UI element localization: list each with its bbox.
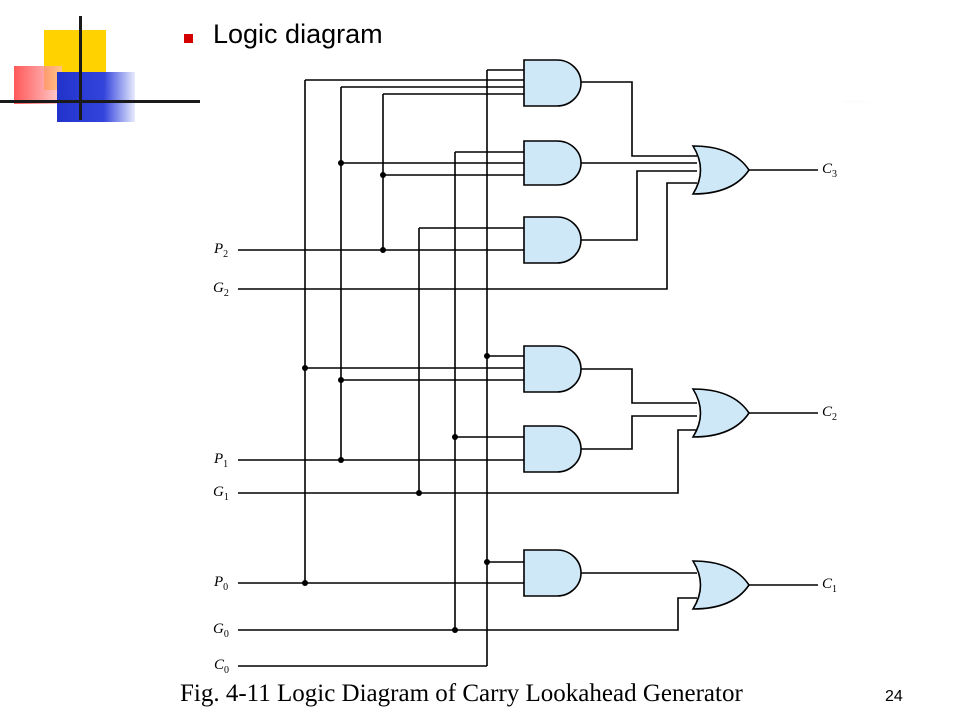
and-gate-4 [523,345,582,393]
and-gates [523,59,582,597]
label-g1: G1 [213,484,229,503]
label-g0: G0 [213,621,229,640]
decorative-blue-square [57,72,135,122]
label-g2: G2 [213,280,229,299]
and-output-wires [581,81,697,574]
label-c3: C3 [822,161,837,180]
label-p1: P1 [213,451,228,470]
or-gates [691,145,750,610]
input-labels: P2 G2 P1 G1 P0 G0 C0 [213,241,229,676]
label-p2: P2 [213,241,228,260]
and-input-wires [305,69,525,563]
slide-title: Logic diagram [213,19,383,49]
and-gate-1 [523,59,582,107]
or-gate-c2 [691,388,750,438]
or-gate-c1 [691,560,750,610]
bullet-icon [184,34,193,43]
decorative-red-square [14,66,62,104]
input-wires [238,182,697,667]
decorative-vertical-line [79,16,82,120]
and-gate-2 [523,140,582,186]
junction-dots [302,160,490,633]
label-c1: C1 [822,576,837,595]
and-gate-6 [523,549,582,597]
output-labels: C3 C2 C1 [822,161,837,595]
decorative-horizontal-line [0,100,205,103]
and-gate-3 [523,216,582,264]
figure-caption: Fig. 4-11 Logic Diagram of Carry Lookahe… [180,680,743,707]
page-number: 24 [885,688,903,705]
and-gate-5 [523,425,582,473]
output-wires [748,169,818,586]
label-p0: P0 [213,574,228,593]
or-gate-c3 [691,145,750,195]
label-c0: C0 [214,657,229,676]
label-c2: C2 [822,404,837,423]
